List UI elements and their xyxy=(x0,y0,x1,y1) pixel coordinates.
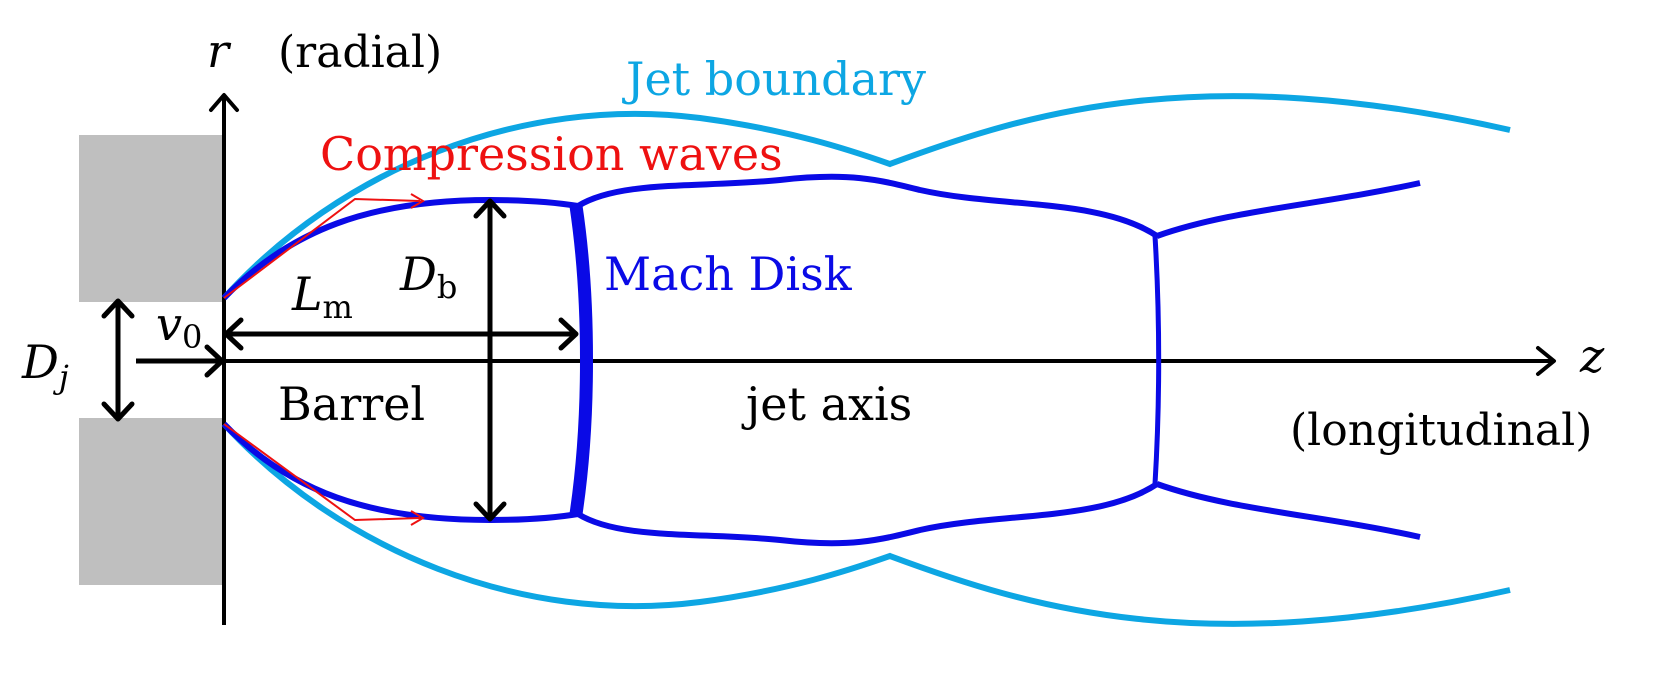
second-mach-disk xyxy=(1152,235,1162,485)
Db-label: Db xyxy=(399,247,457,306)
jet-boundary-lower xyxy=(221,421,1511,627)
jet-boundary-label: Jet boundary xyxy=(622,52,926,106)
mach-disk-label: Mach Disk xyxy=(604,247,853,301)
v0-label: v0 xyxy=(156,297,202,356)
z-axis-symbol: z xyxy=(1579,329,1605,383)
mach-disk xyxy=(569,205,593,515)
Db-arrowhead-top xyxy=(473,198,507,219)
Dj-arrowhead-bottom xyxy=(101,401,135,422)
nozzle-upper-block xyxy=(79,135,223,302)
second-cell-upper xyxy=(1155,180,1421,239)
Lm-arrowhead-left xyxy=(223,317,244,351)
v0-arrowhead xyxy=(204,344,225,378)
reflected-shock-upper xyxy=(576,173,1159,239)
z-axis-arrowhead xyxy=(1536,346,1556,376)
compression-wave-upper-arrowhead xyxy=(410,193,425,209)
reflected-shock-lower xyxy=(576,481,1159,547)
Lm-arrowhead-right xyxy=(558,317,579,351)
compression-wave-lower xyxy=(223,423,421,522)
Dj-label: Dj xyxy=(21,335,69,396)
Dj-arrowhead-top xyxy=(101,298,135,319)
Db-arrowhead-bottom xyxy=(473,501,507,522)
nozzle-lower-block xyxy=(79,418,223,585)
second-cell-lower xyxy=(1155,481,1421,540)
compression-waves-label: Compression waves xyxy=(320,127,783,181)
radial-label: (radial) xyxy=(278,27,442,78)
barrel-shock-lower xyxy=(221,421,579,524)
r-axis-arrowhead xyxy=(209,93,239,112)
compression-wave-lower-arrowhead xyxy=(410,510,425,526)
barrel-shock-upper xyxy=(221,196,579,301)
jet-axis-label: jet axis xyxy=(741,377,912,431)
barrel-label: Barrel xyxy=(278,377,425,431)
longitudinal-label: (longitudinal) xyxy=(1290,405,1592,456)
Lm-label: Lm xyxy=(291,267,353,326)
r-axis-symbol: r xyxy=(207,24,232,78)
compression-wave-upper xyxy=(223,197,421,299)
jet-boundary-upper xyxy=(221,93,1511,301)
